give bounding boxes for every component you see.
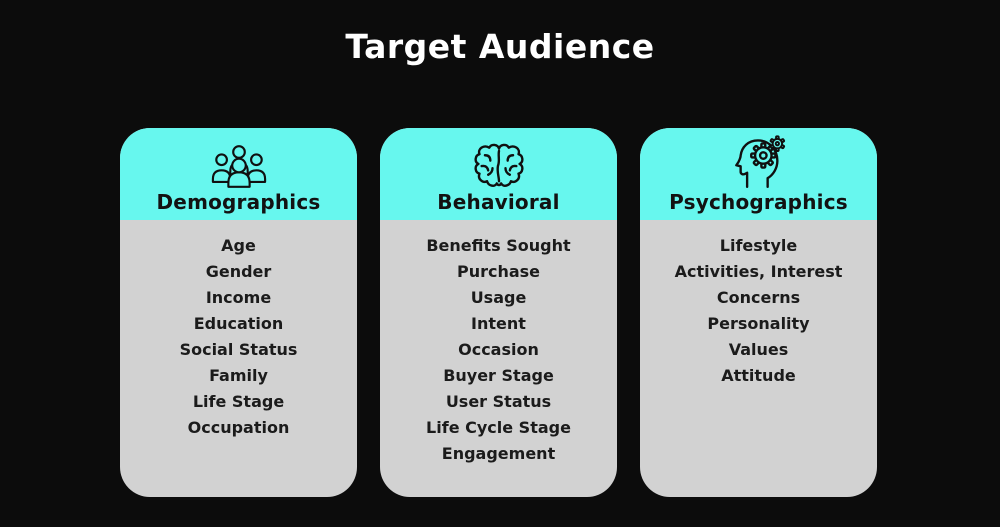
list-item: Gender [205,262,272,281]
list-item: Lifestyle [719,236,798,255]
brain-icon [474,143,523,187]
list-item: Engagement [441,444,556,463]
list-item: Buyer Stage [443,366,554,385]
list-item: Income [205,288,272,307]
list-item: Personality [707,314,810,333]
list-item: Family [209,366,268,385]
list-item: Life Stage [192,392,285,411]
card-behavioral-title: Behavioral [437,190,560,214]
people-group-icon [211,145,266,188]
list-item: Education [193,314,284,333]
list-item: Attitude [721,366,796,385]
list-item: Life Cycle Stage [426,418,571,437]
card-psychographics-header: Psychographics [640,128,877,220]
list-item: Age [221,236,256,255]
card-demographics-title: Demographics [156,190,321,214]
list-item: Occasion [458,340,539,359]
page-title: Target Audience [345,27,655,66]
card-psychographics-title: Psychographics [669,190,848,214]
list-item: Occupation [187,418,290,437]
card-behavioral-header: Behavioral [380,128,617,220]
list-item: Concerns [716,288,801,307]
list-item: Benefits Sought [426,236,571,255]
big-gear [749,142,777,169]
list-item: User Status [445,392,552,411]
head-gears-icon [734,135,785,189]
list-item: Usage [470,288,527,307]
small-gear [769,135,785,152]
list-item: Social Status [179,340,298,359]
list-item: Activities, Interest [674,262,843,281]
list-item: Purchase [456,262,541,281]
card-demographics-header: Demographics [120,128,357,220]
list-item: Intent [471,314,526,333]
list-item: Values [728,340,789,359]
